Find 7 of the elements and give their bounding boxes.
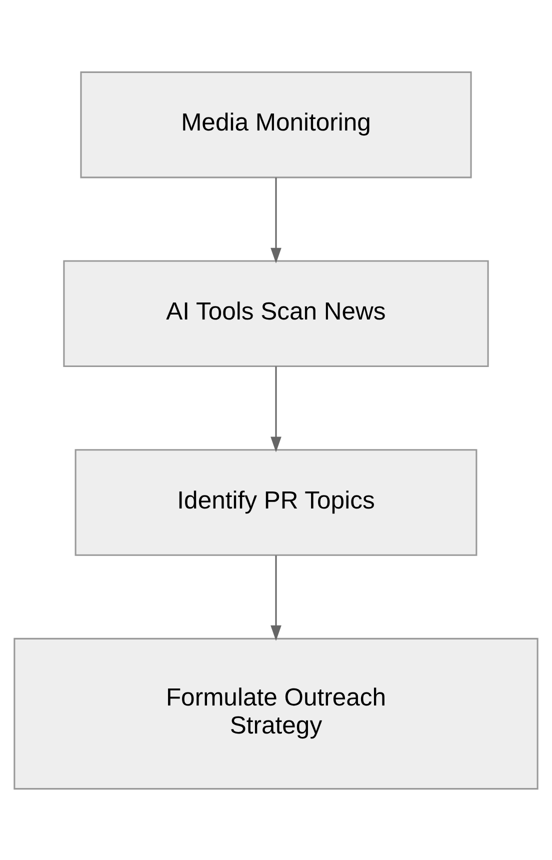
arrow xyxy=(270,554,282,640)
node-box: Identify PR Topics xyxy=(74,448,478,556)
arrow xyxy=(270,366,282,452)
node-box: Media Monitoring xyxy=(80,70,472,178)
arrow xyxy=(270,177,282,263)
node-box: AI Tools Scan News xyxy=(63,260,489,367)
node-box: Formulate Outreach Strategy xyxy=(14,637,538,790)
